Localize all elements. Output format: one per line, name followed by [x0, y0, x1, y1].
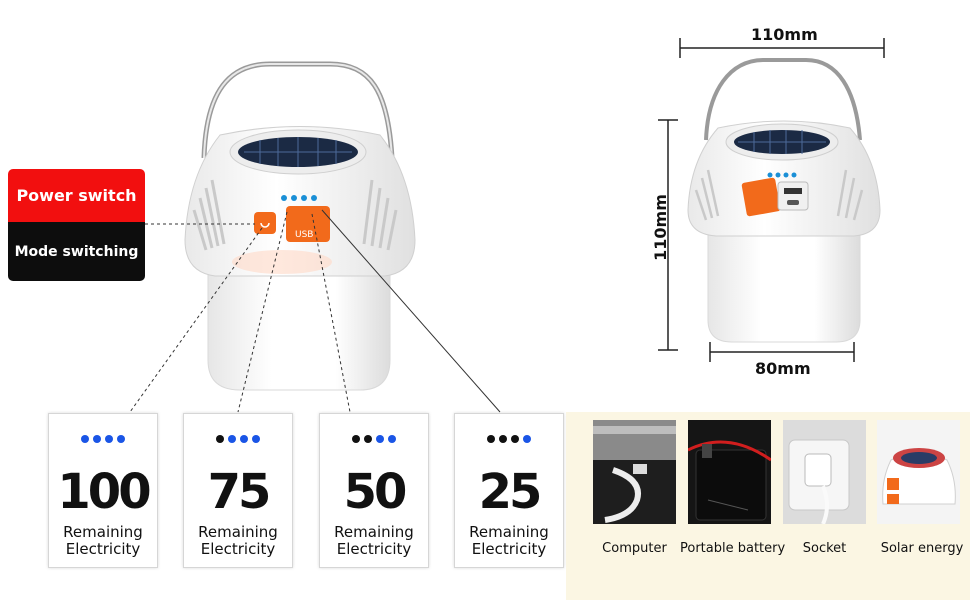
battery-percent: 25 — [478, 464, 543, 520]
usb-port-cover — [286, 206, 330, 242]
power-switch-button — [254, 212, 276, 234]
battery-percent: 75 — [207, 464, 272, 520]
mode-switching-label: Mode switching — [8, 222, 145, 281]
battery-indicator-dots — [455, 435, 563, 443]
width-dimension-label: 110mm — [751, 25, 818, 44]
height-dimension-label: 110mm — [650, 194, 670, 261]
switch-label-box: Power switch Mode switching — [8, 169, 145, 281]
dimension-diagram — [658, 38, 885, 362]
charging-source-computer: Computer — [602, 541, 667, 556]
battery-percent: 50 — [343, 464, 408, 520]
charging-source-solar-energy: Solar energy — [880, 541, 964, 556]
charging-source-portable-battery: Portable battery — [680, 541, 786, 556]
lamp-front-image: USB — [184, 61, 416, 391]
lamp-body — [207, 254, 391, 391]
solar-panel-icon — [877, 420, 960, 524]
wall-socket-icon — [783, 420, 866, 524]
battery-indicator-dots — [49, 435, 157, 443]
power-bank-icon — [688, 420, 771, 524]
charging-source-socket: Socket — [802, 541, 847, 556]
battery-indicator-dots — [184, 435, 292, 443]
battery-percent: 100 — [57, 464, 151, 520]
power-switch-label: Power switch — [8, 169, 145, 222]
battery-indicator-dots — [320, 435, 428, 443]
base-dimension-label: 80mm — [755, 359, 811, 378]
laptop-usb-icon — [593, 420, 676, 524]
usb-port-label: USB — [295, 230, 313, 240]
